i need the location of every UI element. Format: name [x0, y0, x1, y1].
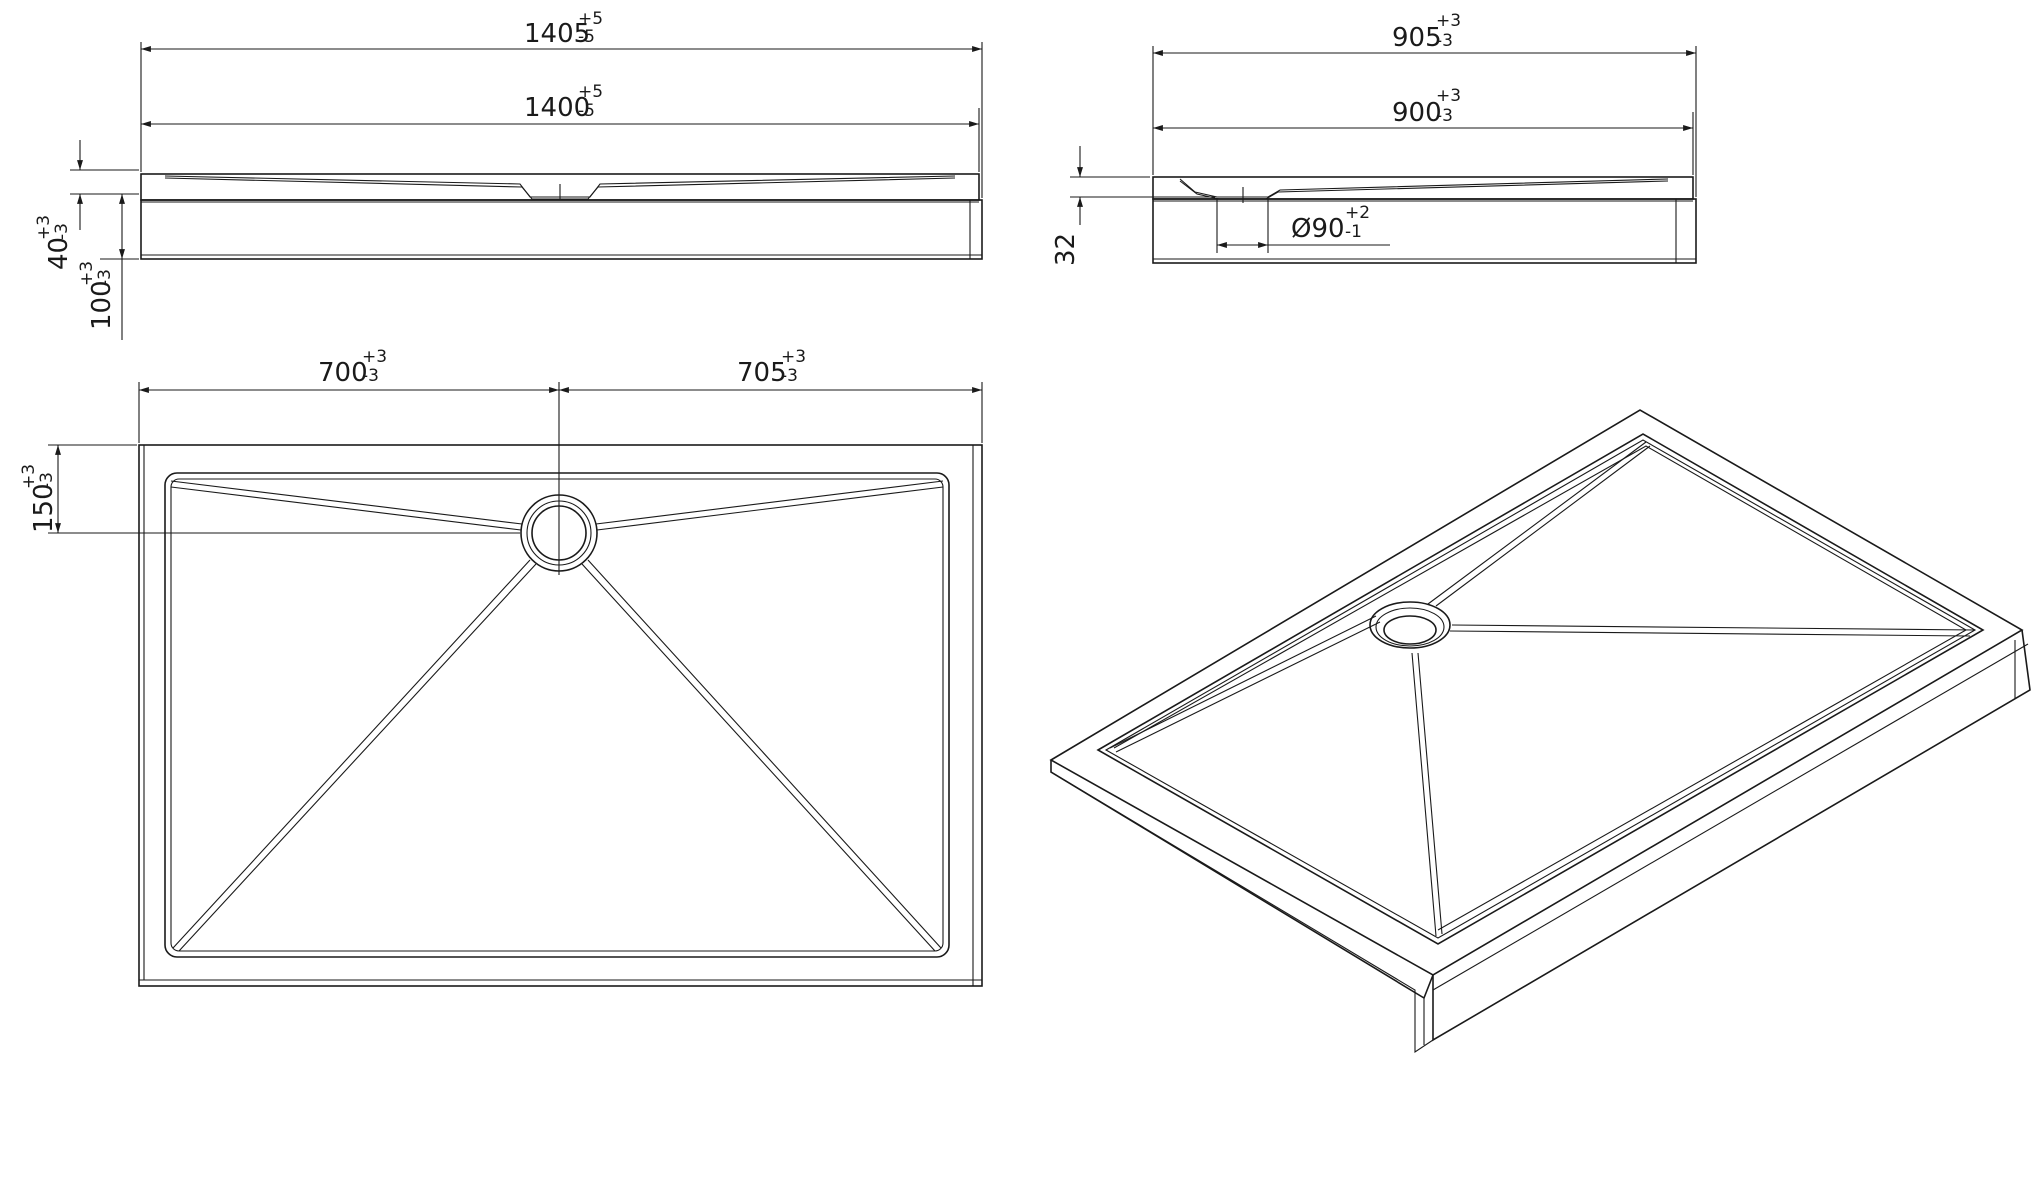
- dim-overall-width-upper-tol: +3: [1436, 11, 1461, 31]
- dimension-rim-height: 40 +3 -3: [34, 140, 139, 270]
- dimension-drain-offset-horizontal: 700 +3 -3 705 +3 -3: [138, 347, 983, 575]
- dim-overall-length-upper-tol: +5: [578, 9, 603, 29]
- dimension-total-height: 100 +3 -3: [77, 194, 139, 340]
- dim-overall-length-lower-tol: -5: [578, 27, 595, 47]
- dim-drain-depth-value: 32: [1051, 233, 1081, 266]
- dim-inner-width-upper-tol: +3: [1436, 86, 1461, 106]
- dim-overall-width-lower-tol: -3: [1436, 31, 1453, 51]
- iso-drain-outer: [1369, 601, 1451, 649]
- dimension-overall-width: 905 +3 -3: [1152, 11, 1697, 197]
- dim-total-height-lower-tol: -3: [95, 269, 115, 286]
- dimension-inner-length: 1400 +5 -5: [141, 82, 980, 172]
- dim-drain-diameter-upper-tol: +2: [1345, 203, 1370, 223]
- dimension-drain-offset-top: 150 +3 -3: [19, 444, 520, 534]
- plan-view: [138, 444, 983, 987]
- isometric-view: [1049, 409, 2031, 1054]
- dim-drain-offset-right-value: 705: [737, 358, 787, 388]
- dim-rim-height-upper-tol: +3: [34, 215, 54, 240]
- dim-drain-offset-left-upper-tol: +3: [362, 347, 387, 367]
- dim-inner-width-lower-tol: -3: [1436, 106, 1453, 126]
- side-elevation-view: [1152, 176, 1697, 264]
- dim-drain-diameter-lower-tol: -1: [1345, 222, 1362, 242]
- dim-inner-length-value: 1400: [524, 93, 590, 123]
- dim-drain-diameter-value: Ø90: [1291, 214, 1345, 244]
- dim-drain-offset-left-value: 700: [318, 358, 368, 388]
- dimension-overall-length: 1405 +5 -5: [140, 9, 983, 198]
- dim-inner-length-upper-tol: +5: [578, 82, 603, 102]
- front-elevation-view: [140, 173, 983, 260]
- dim-total-height-value: 100: [87, 280, 117, 330]
- dimension-inner-width: 900 +3 -3: [1153, 86, 1694, 175]
- dim-drain-offset-right-upper-tol: +3: [781, 347, 806, 367]
- dim-inner-length-lower-tol: -5: [578, 101, 595, 121]
- dimension-drain-diameter: Ø90 +2 -1: [1216, 199, 1390, 253]
- dim-total-height-upper-tol: +3: [77, 261, 97, 286]
- dim-drain-offset-left-lower-tol: -3: [362, 366, 379, 386]
- dim-overall-length-value: 1405: [524, 19, 590, 49]
- dim-drain-offset-right-lower-tol: -3: [781, 366, 798, 386]
- dim-drain-offset-top-value: 150: [29, 483, 59, 533]
- dimension-drain-depth: 32: [1051, 146, 1215, 266]
- iso-drain-inner: [1383, 615, 1437, 645]
- dim-inner-width-value: 900: [1392, 98, 1442, 128]
- dim-drain-offset-top-upper-tol: +3: [19, 464, 39, 489]
- dim-rim-height-value: 40: [44, 237, 74, 270]
- dim-drain-offset-top-lower-tol: -3: [37, 472, 57, 489]
- dim-overall-width-value: 905: [1392, 23, 1442, 53]
- dim-rim-height-lower-tol: -3: [52, 223, 72, 240]
